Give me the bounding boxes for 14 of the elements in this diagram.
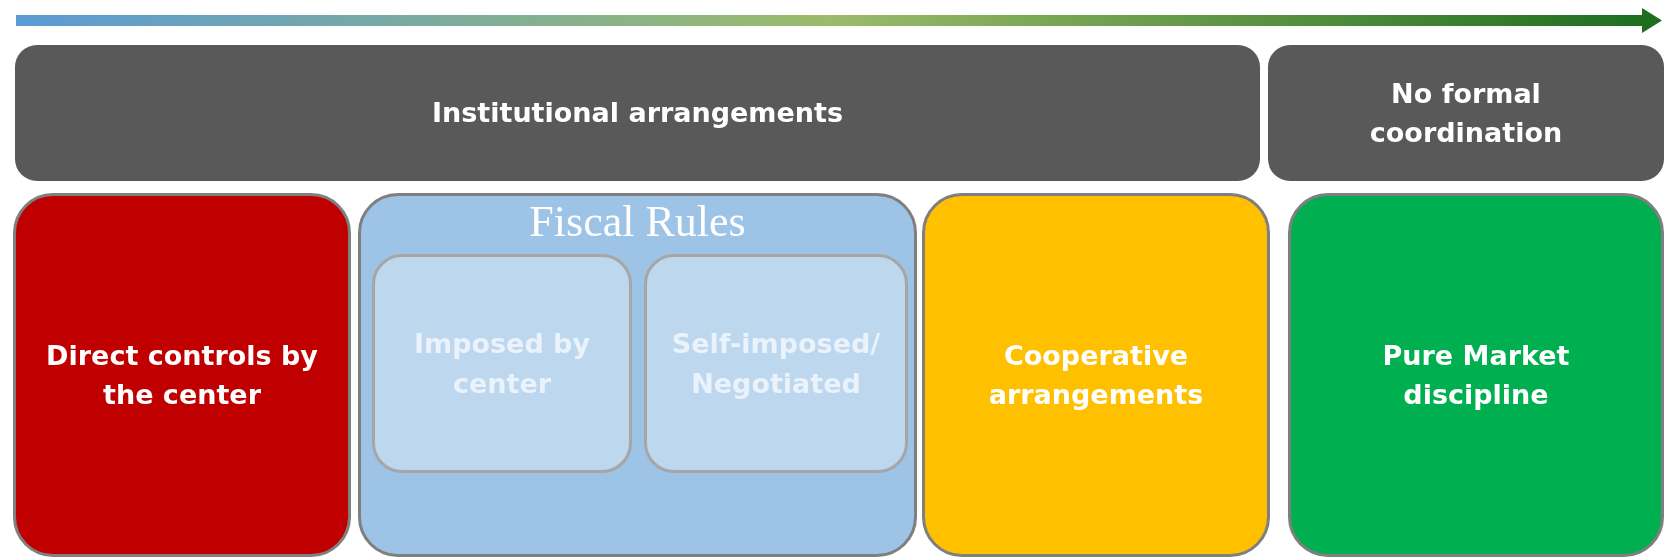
card-label: Institutional arrangements [431,96,844,131]
approach-card [644,254,908,473]
group-card [358,193,917,557]
card-label: Cooperative arrangements [987,338,1205,412]
card-label: Direct controls by the center [45,338,319,412]
approach-card [13,193,351,557]
group-title: Fiscal Rules [529,200,746,244]
approach-card [1288,193,1664,557]
card-label: No formal coordination [1368,76,1564,150]
approach-card [372,254,632,473]
approach-card [922,193,1270,557]
card-label: Pure Market discipline [1381,338,1571,412]
category-band [1268,45,1664,181]
category-band [15,45,1260,181]
